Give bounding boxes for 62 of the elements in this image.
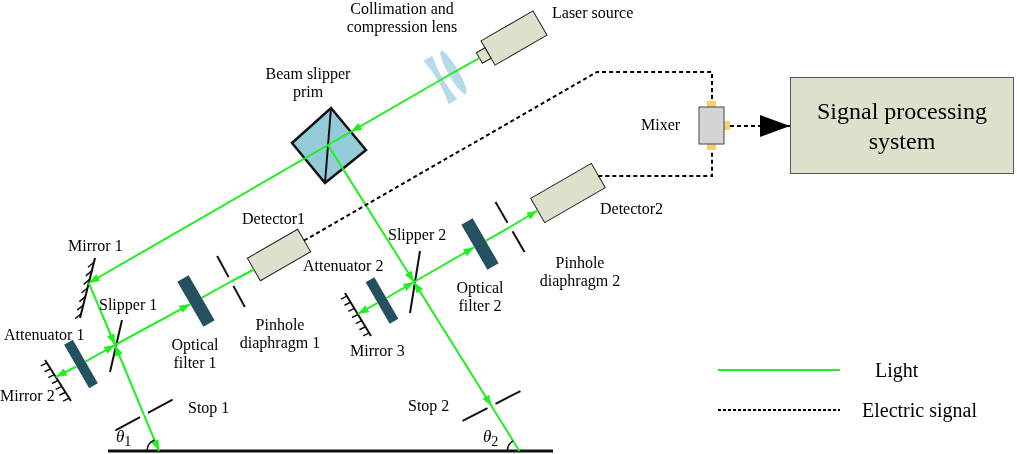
component-label: Attenuator 1 <box>4 326 86 344</box>
mirror-drawing <box>74 257 96 320</box>
angle-label: θ$_{2}$ <box>483 428 499 451</box>
ground-surface <box>108 449 553 453</box>
light-beam <box>341 167 415 283</box>
light-beam <box>143 414 161 452</box>
component-label: Beam slipper prim <box>264 65 352 101</box>
mixer-drawing <box>698 101 730 150</box>
filter-plate <box>461 218 499 270</box>
attenuator-plate <box>365 277 399 324</box>
component-label: Slipper 1 <box>99 296 159 314</box>
component-label: Mirror 1 <box>68 237 124 255</box>
component-label: Mixer <box>641 116 682 134</box>
component-label: Collimation and compression lens <box>345 0 459 36</box>
light-beam <box>87 157 306 284</box>
signal-line <box>303 71 713 242</box>
component-label: Optical filter 1 <box>170 336 220 372</box>
light-beam <box>484 226 511 242</box>
beam-splitter-plate <box>409 250 421 314</box>
light-beam <box>230 268 255 283</box>
component-label: Attenuator 2 <box>303 257 385 275</box>
light-beam <box>490 405 521 452</box>
stop-drawing <box>461 390 522 422</box>
light-beam <box>349 81 438 133</box>
process-box: Signal processing system <box>790 77 1014 174</box>
stop-drawing <box>114 398 174 432</box>
light-beam <box>509 209 539 228</box>
component-label: Stop 2 <box>408 397 451 415</box>
light-beam <box>54 365 78 378</box>
mirror-drawing <box>340 292 372 337</box>
light-beam <box>413 281 493 407</box>
component-label: Mirror 3 <box>350 342 406 360</box>
beam-splitter-plate <box>109 319 123 373</box>
attenuator-plate <box>64 339 98 389</box>
component-label: Pinhole diaphragm 1 <box>238 316 322 352</box>
light-beam <box>114 344 145 416</box>
prism-drawing <box>290 106 368 185</box>
light-beam <box>114 303 192 346</box>
filter-plate <box>177 275 215 327</box>
pinhole-drawing <box>494 200 526 254</box>
component-label: Mirror 2 <box>0 387 56 405</box>
pinhole-drawing <box>216 255 246 308</box>
component-label: Slipper 2 <box>388 226 448 244</box>
light-beam <box>84 344 116 363</box>
component-label: Optical filter 2 <box>455 279 505 315</box>
light-beam <box>356 301 379 315</box>
legend-label: Light <box>875 358 919 382</box>
angle-label: θ$_{1}$ <box>116 428 132 451</box>
laser-drawing <box>475 10 548 66</box>
light-beam <box>87 282 116 346</box>
component-label: Laser source <box>552 4 635 22</box>
component-label: Stop 1 <box>188 399 231 417</box>
signal-line <box>729 115 791 137</box>
light-beam <box>462 57 481 69</box>
lens-drawing <box>423 50 467 105</box>
component-label: Pinhole diaphragm 2 <box>538 254 622 290</box>
component-label: Detector2 <box>600 200 665 218</box>
component-label: Detector1 <box>242 210 307 228</box>
light-beam <box>385 281 415 299</box>
legend-label: Electric signal <box>862 398 977 422</box>
light-beam <box>413 246 476 283</box>
light-beam <box>200 280 232 299</box>
